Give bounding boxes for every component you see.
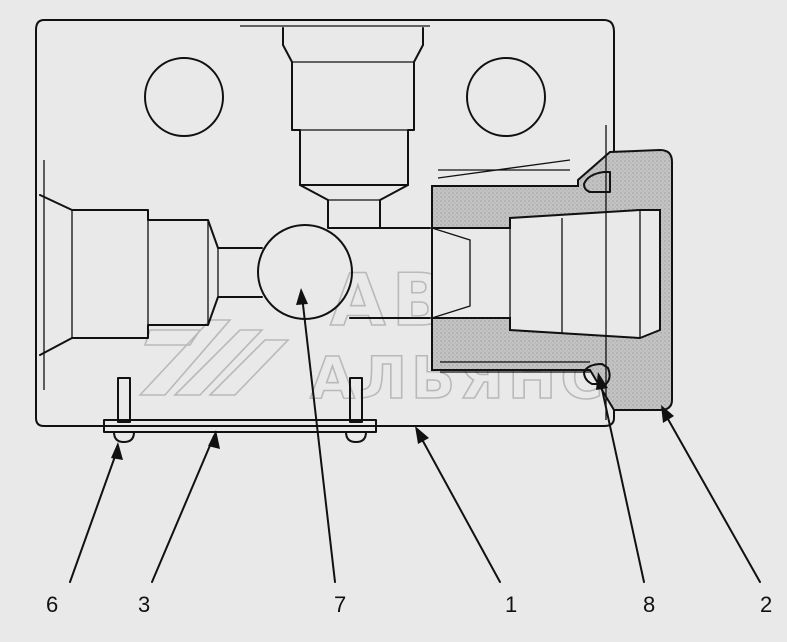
stud-head-right (345, 431, 367, 443)
stud-right (349, 377, 363, 423)
seal-ring-bottom (583, 363, 611, 385)
seal-ring-top (583, 171, 611, 193)
fitting-inner-bore (431, 209, 661, 340)
valve-body (35, 19, 615, 427)
ball-seat-right (347, 227, 431, 319)
callout-2: 2 (760, 592, 772, 617)
callout-7: 7 (334, 592, 346, 617)
watermark-emblem (138, 319, 290, 396)
callout-6: 6 (46, 592, 58, 617)
callout-1: 1 (505, 592, 517, 617)
stud-head-left (113, 431, 135, 443)
leader-lines (69, 288, 761, 583)
callout-8: 8 (643, 592, 655, 617)
left-bore (39, 194, 263, 356)
mounting-plate (103, 377, 377, 443)
callout-3: 3 (138, 592, 150, 617)
top-bore (282, 27, 424, 229)
port-right (466, 57, 546, 137)
port-left (144, 57, 224, 137)
outlet-fitting (431, 125, 673, 420)
stud-left (117, 377, 131, 423)
